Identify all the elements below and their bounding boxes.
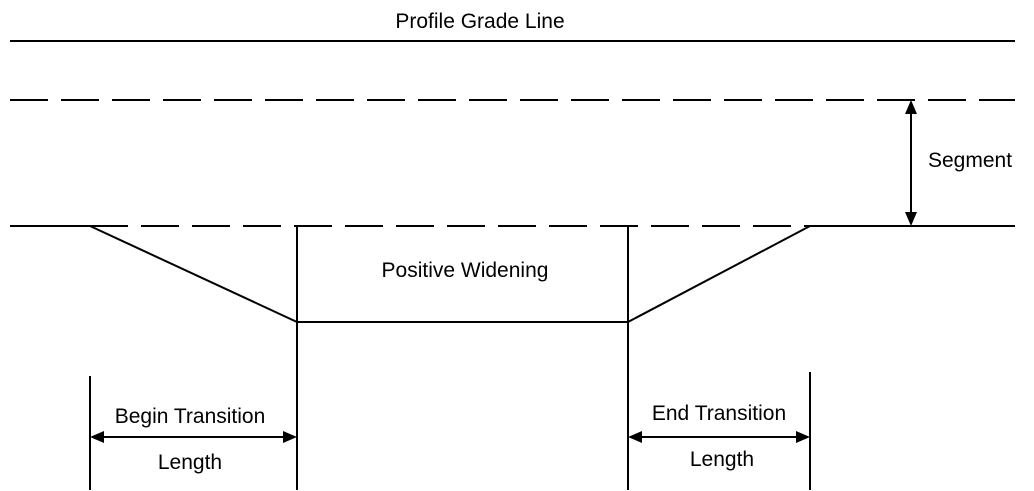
begin-transition-label: Begin Transition — [115, 405, 266, 428]
end-transition-length-arrow — [628, 431, 810, 443]
positive-widening-label: Positive Widening — [382, 259, 549, 282]
end-transition-label: End Transition — [652, 402, 786, 425]
profile-grade-line-label: Profile Grade Line — [395, 10, 564, 33]
segment-dimension-arrow — [905, 100, 917, 226]
end-transition-length-label: Length — [690, 448, 754, 471]
segment-label: Segment — [928, 149, 1012, 172]
begin-transition-length-label: Length — [158, 451, 222, 474]
widening-outline — [89, 225, 811, 323]
begin-transition-length-arrow — [90, 431, 297, 443]
